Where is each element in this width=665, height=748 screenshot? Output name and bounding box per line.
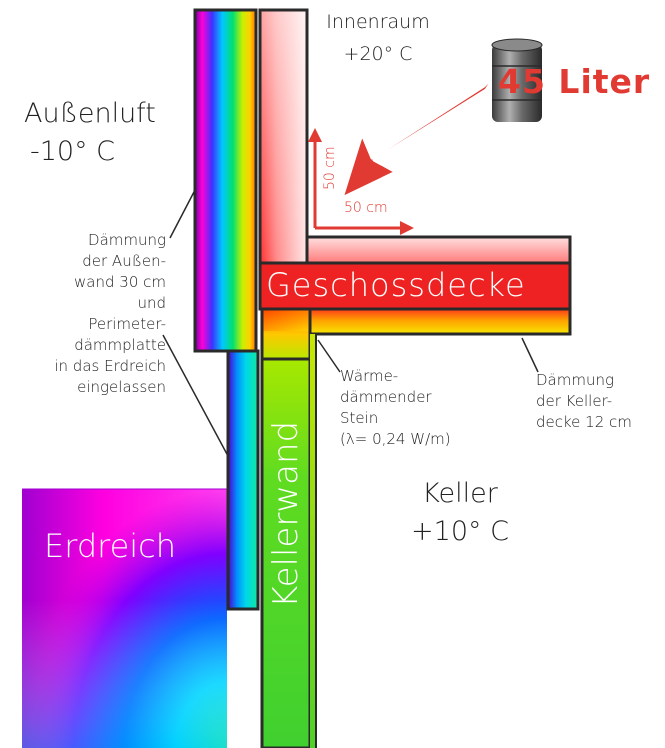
daemmung-wand-line-5: Perimeter- [88, 315, 166, 333]
dim-vertical-label: 50 cm [322, 146, 338, 190]
liter-label: 45 Liter [498, 62, 651, 101]
waerme-stein-line-3: Stein [340, 409, 379, 427]
daemmung-wand-line-8: eingelassen [77, 378, 166, 396]
kellerdecke-insulation [308, 307, 572, 336]
daemmung-wand-line-6: dämmplatte [74, 336, 166, 354]
insulating-stone [260, 307, 312, 361]
daemmung-decke-line-1: Dämmung [536, 371, 614, 389]
heat-loss-arrow [340, 70, 500, 200]
daemmung-wand-line-4: und [137, 294, 166, 312]
waerme-stein-label: Wärme- dämmender Stein (λ= 0,24 W/m) [340, 366, 451, 450]
daemmung-decke-line-3: decke 12 cm [536, 413, 632, 431]
inner-wall-upper [258, 8, 309, 266]
erdreich-region [22, 489, 227, 748]
aussenluft-temp: -10° C [30, 136, 116, 167]
oil-barrel-icon [491, 38, 543, 122]
kellerwand-inner-strip [310, 334, 317, 748]
perimeter-insulation [226, 349, 260, 611]
daemmung-wand-line-3: wand 30 cm [74, 273, 166, 291]
kellerwand-label: Kellerwand [266, 420, 306, 608]
aussenluft-label: Außenluft [24, 98, 156, 129]
daemmung-decke-label: Dämmung der Keller- decke 12 cm [536, 370, 632, 433]
innenraum-label: Innenraum [326, 11, 430, 33]
daemmung-wand-label: Dämmung der Außen- wand 30 cm und Perime… [10, 230, 166, 398]
daemmung-decke-line-2: der Keller- [536, 392, 613, 410]
innenraum-temp: +20° C [343, 43, 413, 65]
daemmung-wand-line-7: in das Erdreich [54, 357, 166, 375]
waerme-stein-line-4: (λ= 0,24 W/m) [340, 430, 451, 448]
keller-temp: +10° C [411, 516, 509, 547]
geschossdecke-label: Geschossdecke [266, 266, 526, 304]
keller-label: Keller [422, 478, 498, 509]
leader-lines [162, 189, 539, 457]
daemmung-wand-line-2: der Außen- [82, 252, 166, 270]
daemmung-wand-line-1: Dämmung [88, 231, 166, 249]
dim-horizontal-label: 50 cm [344, 200, 388, 216]
waerme-stein-line-1: Wärme- [340, 367, 399, 385]
waerme-stein-line-2: dämmender [340, 388, 432, 406]
floor-strip [305, 235, 572, 265]
outer-insulation-upper [193, 8, 258, 353]
erdreich-label: Erdreich [44, 527, 177, 565]
dimension-arrows [308, 128, 414, 235]
